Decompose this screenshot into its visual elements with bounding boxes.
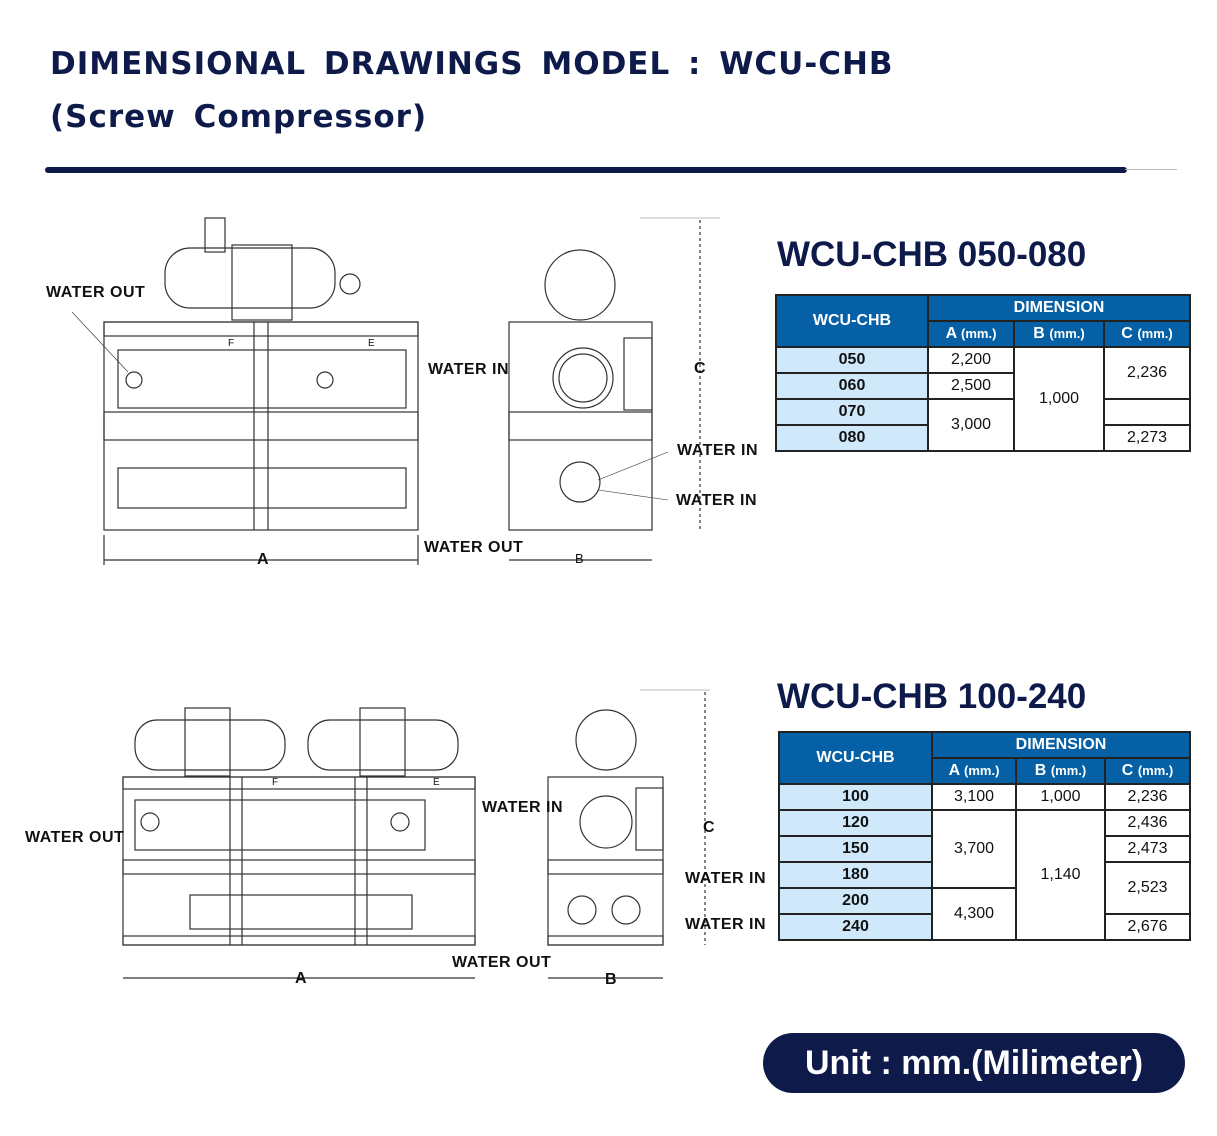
table-row: 200 4,300 xyxy=(778,887,1190,941)
table-row: 070 3,000 xyxy=(775,398,1191,452)
header-dimension: DIMENSION xyxy=(927,294,1191,322)
drawing-050-080-front xyxy=(71,217,419,565)
label-water-in: WATER IN xyxy=(677,442,759,459)
header-b: B (mm.) xyxy=(1015,757,1106,785)
dimension-table-050-080: WCU-CHB DIMENSION A (mm.) B (mm.) C (mm.… xyxy=(775,294,1191,452)
label-water-out: WATER OUT xyxy=(452,954,552,971)
label-water-in: WATER IN xyxy=(482,799,564,816)
table-row: 050 2,200 1,000 2,236 xyxy=(775,346,1191,452)
dim-label-a: A xyxy=(295,970,308,987)
table-row: 180 2,523 xyxy=(778,861,1191,915)
dim-label-c: C xyxy=(703,819,716,836)
dim-label-c: C xyxy=(694,360,707,377)
label-water-out: WATER OUT xyxy=(25,829,125,846)
header-a: A (mm.) xyxy=(931,757,1017,785)
dim-label-b: B xyxy=(575,551,585,566)
title-divider-thin xyxy=(1125,169,1177,170)
table-row: 150 2,473 xyxy=(778,835,1191,863)
table-row: 120 3,700 1,140 2,436 xyxy=(778,809,1191,941)
header-a: A (mm.) xyxy=(927,320,1015,348)
header-dimension: DIMENSION xyxy=(931,731,1191,759)
section-heading-100-240: WCU-CHB 100-240 xyxy=(777,677,1087,716)
drawing-100-240-front xyxy=(122,707,476,979)
page-title: DIMENSIONAL DRAWINGS MODEL : WCU-CHB xyxy=(50,46,894,82)
dim-label-e: E xyxy=(368,338,376,349)
dim-label-a: A xyxy=(257,551,270,568)
label-water-in: WATER IN xyxy=(428,361,510,378)
header-c: C (mm.) xyxy=(1104,757,1191,785)
dim-label-e: E xyxy=(433,777,441,788)
dimension-table-100-240: WCU-CHB DIMENSION A (mm.) B (mm.) C (mm.… xyxy=(778,731,1191,941)
label-water-out: WATER OUT xyxy=(424,539,524,556)
section-heading-050-080: WCU-CHB 050-080 xyxy=(777,235,1087,274)
table-row: 100 3,100 1,000 2,236 xyxy=(778,783,1191,811)
header-b: B (mm.) xyxy=(1013,320,1105,348)
header-model: WCU-CHB xyxy=(778,731,933,785)
dim-label-f: F xyxy=(272,777,279,788)
label-water-out: WATER OUT xyxy=(46,284,146,301)
table-row: 240 2,676 xyxy=(778,913,1191,941)
header-model: WCU-CHB xyxy=(775,294,929,348)
title-divider xyxy=(45,167,1127,173)
header-c: C (mm.) xyxy=(1103,320,1191,348)
drawing-050-080-side xyxy=(508,217,720,561)
dim-label-f: F xyxy=(228,338,235,349)
label-water-in: WATER IN xyxy=(676,492,758,509)
dim-label-b: B xyxy=(605,971,618,988)
table-row: 060 2,500 xyxy=(775,372,1190,400)
table-row: 080 2,273 xyxy=(775,424,1191,452)
unit-note-badge: Unit : mm.(Milimeter) xyxy=(763,1033,1185,1093)
page-subtitle: (Screw Compressor) xyxy=(50,99,428,135)
label-water-in: WATER IN xyxy=(685,916,767,933)
label-water-in: WATER IN xyxy=(685,870,767,887)
drawing-100-240-side xyxy=(547,689,710,979)
